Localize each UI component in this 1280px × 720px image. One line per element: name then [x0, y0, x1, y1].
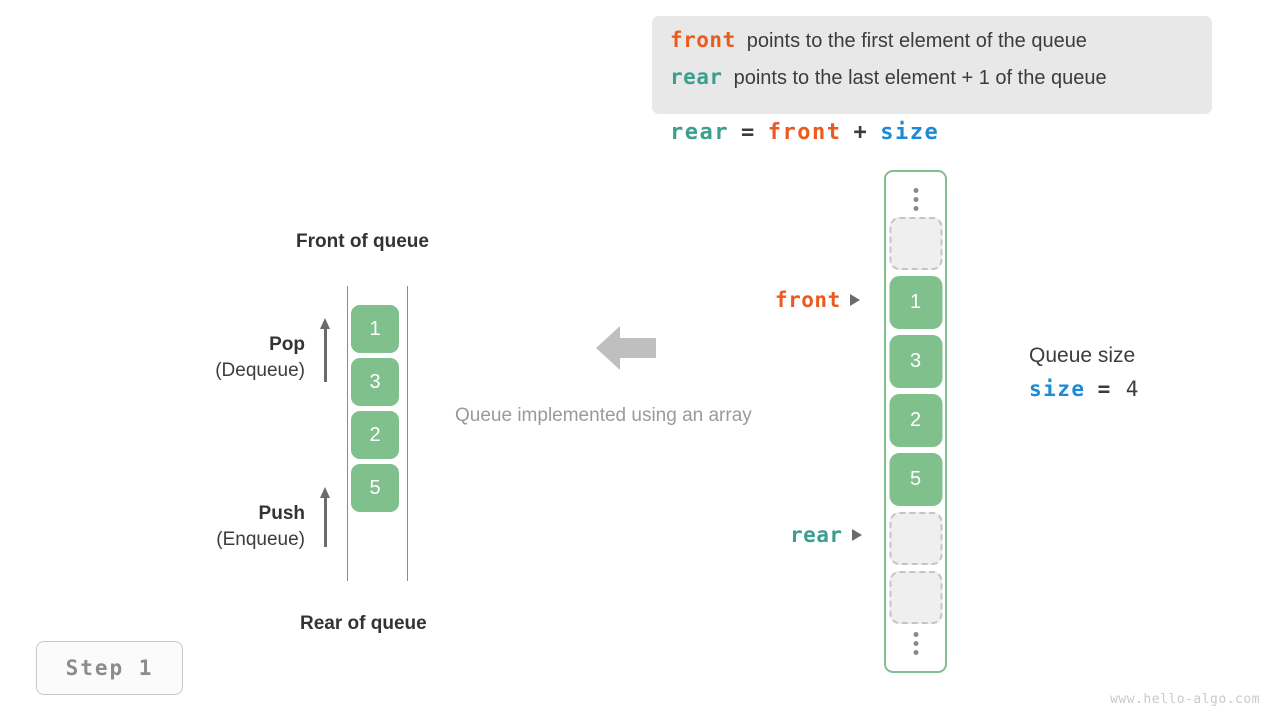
array-slot-filled: 2: [889, 394, 942, 447]
push-operation-label: Push (Enqueue): [110, 503, 305, 551]
legend-keyword-rear: rear: [670, 65, 723, 89]
pop-title: Pop: [269, 334, 305, 355]
formula-term-front: front: [767, 120, 842, 145]
front-of-queue-label: Front of queue: [296, 231, 429, 252]
rear-of-queue-label: Rear of queue: [300, 613, 427, 634]
array-slot-empty: [889, 512, 942, 565]
pointer-triangle-icon: [851, 529, 862, 541]
legend-box: front points to the first element of the…: [652, 16, 1212, 114]
queue-size-expression: size = 4: [1029, 377, 1140, 401]
formula-plus: +: [853, 120, 869, 145]
size-variable-name: size: [1029, 377, 1086, 401]
legend-line-front: front points to the first element of the…: [670, 28, 1194, 65]
rear-pointer-label: rear: [790, 523, 862, 547]
array-slot-filled: 1: [889, 276, 942, 329]
legend-description-front: points to the first element of the queue: [746, 30, 1087, 52]
left-arrow-icon: [596, 326, 656, 370]
legend-description-rear: points to the last element + 1 of the qu…: [733, 67, 1107, 89]
left-queue-cell: 2: [351, 411, 399, 459]
left-queue-cell: 3: [351, 358, 399, 406]
formula-rear-equals-front-plus-size: rear = front + size: [670, 120, 939, 145]
vertical-ellipsis-icon-top: [913, 188, 918, 211]
pointer-triangle-icon: [849, 294, 860, 306]
queue-rail-left: [347, 286, 348, 581]
legend-keyword-front: front: [670, 28, 736, 52]
formula-term-rear: rear: [670, 120, 729, 145]
rear-pointer-text: rear: [790, 523, 843, 547]
size-value: 4: [1125, 377, 1140, 401]
pop-subtitle: (Dequeue): [215, 360, 305, 381]
front-pointer-text: front: [775, 288, 841, 312]
pop-operation-label: Pop (Dequeue): [110, 334, 305, 382]
array-slot-filled: 3: [889, 335, 942, 388]
formula-term-size: size: [880, 120, 940, 145]
legend-line-rear: rear points to the last element + 1 of t…: [670, 65, 1194, 102]
array-container: 1 3 2 5: [884, 170, 947, 673]
front-pointer-label: front: [775, 288, 860, 312]
queue-size-annotation: Queue size size = 4: [1029, 344, 1140, 401]
array-slot-empty: [889, 217, 942, 270]
step-badge: Step 1: [36, 641, 183, 695]
watermark: www.hello-algo.com: [1110, 692, 1260, 707]
size-equals: =: [1097, 377, 1112, 401]
array-cells: 1 3 2 5: [889, 217, 942, 630]
diagram-caption: Queue implemented using an array: [455, 405, 752, 426]
push-title: Push: [258, 503, 305, 524]
formula-equals: =: [740, 120, 756, 145]
push-subtitle: (Enqueue): [216, 529, 305, 550]
left-queue-cell: 5: [351, 464, 399, 512]
left-queue-cells: 1 3 2 5: [351, 305, 399, 517]
array-slot-filled: 5: [889, 453, 942, 506]
queue-rail-right: [407, 286, 408, 581]
vertical-ellipsis-icon-bottom: [913, 632, 918, 655]
left-queue-cell: 1: [351, 305, 399, 353]
pop-up-arrow-icon: [320, 318, 331, 382]
push-up-arrow-icon: [320, 487, 331, 547]
array-slot-empty: [889, 571, 942, 624]
queue-size-title: Queue size: [1029, 344, 1136, 367]
